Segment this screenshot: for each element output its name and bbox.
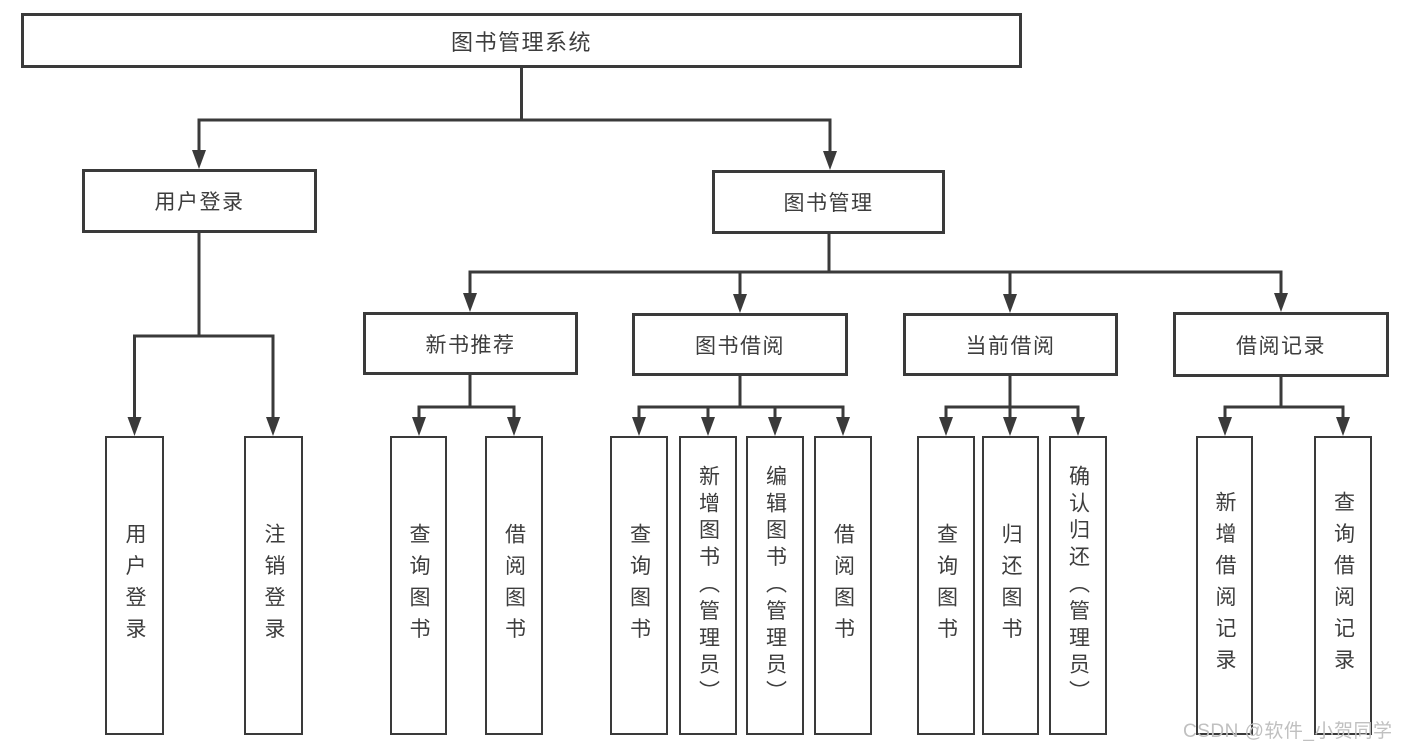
leaf-bb-add-book-admin: 新增图书（管理员） bbox=[679, 436, 737, 735]
watermark: CSDN @软件_小贺同学 bbox=[1183, 721, 1393, 742]
leaf-nbr-query-book: 查询图书 bbox=[390, 436, 447, 735]
leaf-cb-confirm-return-admin-label: 确认归还（管理员） bbox=[1066, 464, 1090, 707]
leaf-bb-edit-book-admin: 编辑图书（管理员） bbox=[746, 436, 804, 735]
leaf-nbr-query-book-label: 查询图书 bbox=[407, 522, 430, 649]
leaf-nbr-borrow-book: 借阅图书 bbox=[485, 436, 543, 735]
leaf-cb-confirm-return-admin: 确认归还（管理员） bbox=[1049, 436, 1107, 735]
leaf-logout-label: 注销登录 bbox=[262, 522, 285, 649]
node-book-borrow: 图书借阅 bbox=[632, 313, 848, 376]
leaf-bb-add-book-admin-label: 新增图书（管理员） bbox=[696, 464, 720, 707]
leaf-cb-return-book: 归还图书 bbox=[982, 436, 1039, 735]
leaf-bb-borrow-book-label: 借阅图书 bbox=[831, 522, 855, 649]
leaf-cb-return-book-label: 归还图书 bbox=[999, 522, 1022, 649]
leaf-nbr-borrow-book-label: 借阅图书 bbox=[502, 522, 526, 649]
node-current-borrow: 当前借阅 bbox=[903, 313, 1118, 376]
leaf-cb-query-book-label: 查询图书 bbox=[934, 522, 958, 649]
leaf-br-query-record: 查询借阅记录 bbox=[1314, 436, 1372, 735]
leaf-bb-query-book: 查询图书 bbox=[610, 436, 668, 735]
leaf-bb-borrow-book: 借阅图书 bbox=[814, 436, 872, 735]
leaf-cb-query-book: 查询图书 bbox=[917, 436, 975, 735]
leaf-user-login-label: 用户登录 bbox=[123, 522, 146, 649]
node-user-login: 用户登录 bbox=[82, 169, 317, 233]
leaf-br-query-record-label: 查询借阅记录 bbox=[1331, 491, 1355, 680]
leaf-br-add-record-label: 新增借阅记录 bbox=[1213, 491, 1236, 680]
leaf-user-login: 用户登录 bbox=[105, 436, 164, 735]
node-new-book-recommend: 新书推荐 bbox=[363, 312, 578, 375]
node-book-management: 图书管理 bbox=[712, 170, 945, 234]
leaf-bb-edit-book-admin-label: 编辑图书（管理员） bbox=[763, 464, 787, 707]
leaf-bb-query-book-label: 查询图书 bbox=[627, 522, 651, 649]
leaf-logout: 注销登录 bbox=[244, 436, 303, 735]
node-borrow-record: 借阅记录 bbox=[1173, 312, 1389, 377]
node-root: 图书管理系统 bbox=[21, 13, 1022, 68]
leaf-br-add-record: 新增借阅记录 bbox=[1196, 436, 1253, 735]
